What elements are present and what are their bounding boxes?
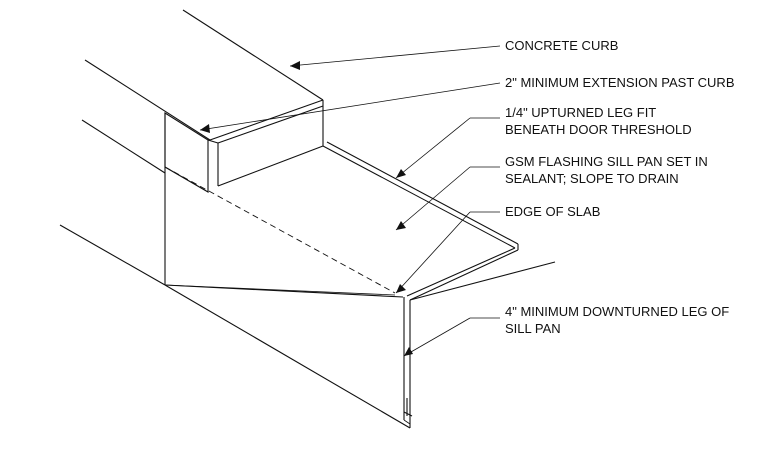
callout-sill-pan-line1: GSM FLASHING SILL PAN SET IN xyxy=(505,154,708,169)
callout-extension: 2" MINIMUM EXTENSION PAST CURB xyxy=(505,75,735,90)
callout-upturned-line1: 1/4" UPTURNED LEG FIT xyxy=(505,105,656,120)
concrete-curb xyxy=(59,9,324,286)
callout-concrete-curb: CONCRETE CURB xyxy=(505,38,618,53)
callout-labels: CONCRETE CURB 2" MINIMUM EXTENSION PAST … xyxy=(505,38,735,336)
callout-edge-of-slab: EDGE OF SLAB xyxy=(505,204,600,219)
leader-lines xyxy=(199,45,501,357)
sill-pan xyxy=(164,141,519,301)
callout-upturned-line2: BENEATH DOOR THRESHOLD xyxy=(505,122,692,137)
callout-downturned-line1: 4" MINIMUM DOWNTURNED LEG OF xyxy=(505,304,729,319)
callout-downturned-line2: SILL PAN xyxy=(505,321,561,336)
callout-sill-pan-line2: SEALANT; SLOPE TO DRAIN xyxy=(505,171,679,186)
leader-arrowheads xyxy=(200,61,413,356)
slab-edge xyxy=(164,261,556,429)
curb-end-leg xyxy=(164,105,324,285)
